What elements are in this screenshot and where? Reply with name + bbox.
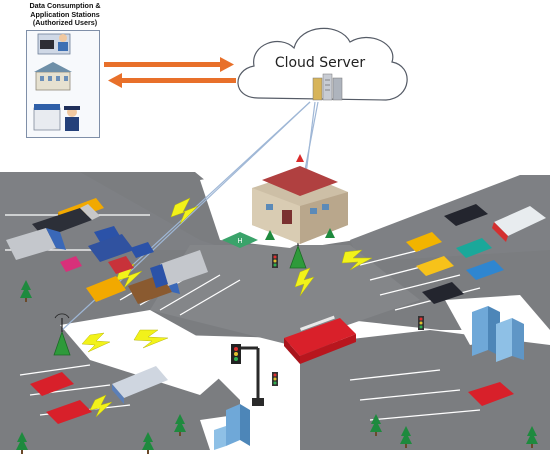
arrow-to-cloud [104,57,234,72]
tower-icon [53,313,71,356]
arrow-from-cloud [108,73,236,88]
car-icon [466,260,504,280]
stations-title-line2: Application Stations [30,9,100,19]
bolt-icon [133,329,169,349]
plaza-lower [60,310,240,395]
car-icon [130,242,154,258]
truck-icon [6,228,66,260]
trees [16,228,538,454]
bolt-icon [341,249,373,271]
tree-icon [526,426,538,448]
car-icon [108,256,134,274]
car-icon [60,256,82,272]
bolt-icon [81,332,111,353]
user-at-computer-icon [37,33,71,55]
signal-bolts [81,197,373,418]
tree-icon [142,432,154,454]
stations-title: Data Consumption & Application Stations … [2,1,128,28]
road-intersection [150,245,420,345]
tree-icon [16,432,28,454]
tree-icon [325,228,335,238]
traffic-light-icon [272,254,278,268]
control-center-building-icon: H [222,154,348,248]
car-icon [468,382,514,406]
road-lower-right [300,330,550,450]
fire-truck-icon [284,315,356,364]
stations-title-line1: Data Consumption & [29,1,101,10]
bolt-icon [294,267,315,297]
skyscraper-icon [214,404,250,450]
bus-icon [86,276,126,302]
traffic-light-icon [272,372,278,386]
tree-icon [400,426,412,448]
stations-title-line3: (Authorized Users) [32,18,98,28]
car-icon [422,282,464,304]
vehicles [6,198,546,424]
truck-icon [150,250,208,288]
traffic-light-icon [418,316,424,330]
bolt-icon [170,197,199,225]
police-officer-icon [33,104,80,131]
data-flow-arrows [104,57,236,88]
truck-icon [88,234,134,262]
taxi-icon [416,256,454,276]
traffic-light-icon [231,344,264,406]
ground-bottom [0,450,550,473]
building-icon [34,62,72,91]
tree-icon [370,414,382,436]
car-icon [30,372,74,396]
tree-icon [174,414,186,436]
bus-icon [112,366,168,404]
car-icon [444,204,488,226]
car-icon [406,232,442,252]
car-icon [94,226,120,242]
cloud-server [237,27,408,101]
car-icon [46,400,92,424]
cloud-shape [237,27,408,101]
tree-icon [265,230,275,240]
bolt-icon [89,394,113,418]
car-icon [456,238,492,258]
truck-icon [492,206,546,242]
server-racks-icon [312,73,343,101]
cloud-server-label: Cloud Server [274,55,366,71]
tree-icon [20,280,32,302]
skyscraper-icon [472,306,524,362]
svg-text:H: H [237,238,242,245]
